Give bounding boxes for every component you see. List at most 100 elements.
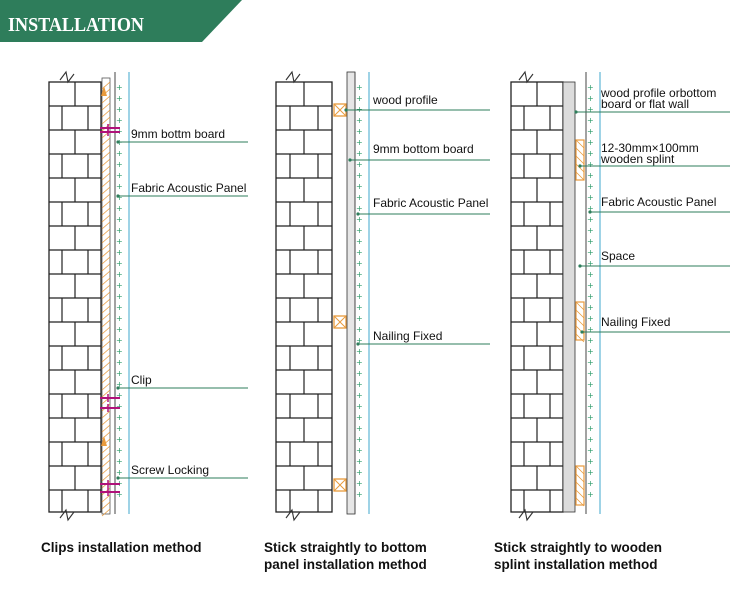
board-hatch: [101, 158, 111, 167]
fabric-fill-mark: +: [116, 435, 123, 444]
fabric-fill-mark: +: [587, 171, 594, 180]
splint-hatch: [575, 317, 585, 327]
fabric-fill-mark: +: [116, 237, 123, 246]
board-hatch: [101, 263, 111, 272]
fabric-fill-mark: +: [356, 171, 363, 180]
fabric-fill-mark: +: [356, 325, 363, 334]
board-hatch: [101, 109, 111, 118]
board-hatch: [101, 249, 111, 258]
board-hatch: [101, 179, 111, 188]
label-screw-locking: Screw Locking: [131, 463, 209, 477]
clips-method-wall: ++++++++++++++++++++++++++++++++++++++: [48, 70, 248, 522]
board-hatch: [101, 473, 111, 482]
splint-hatch: [575, 155, 585, 165]
fabric-fill-mark: +: [587, 446, 594, 455]
fabric-fill-mark: +: [587, 138, 594, 147]
fabric-fill-mark: +: [356, 270, 363, 279]
board-hatch: [101, 137, 111, 146]
board-hatch: [101, 193, 111, 202]
board-hatch: [101, 200, 111, 209]
fabric-fill-mark: +: [587, 215, 594, 224]
fabric-fill-mark: +: [587, 303, 594, 312]
board-hatch: [101, 326, 111, 335]
board-hatch: [101, 319, 111, 328]
fabric-fill-mark: +: [116, 226, 123, 235]
splint-hatch: [575, 465, 585, 475]
splint-hatch: [575, 163, 585, 173]
fabric-fill-mark: +: [587, 237, 594, 246]
fabric-fill-mark: +: [587, 424, 594, 433]
fabric-fill-mark: +: [587, 391, 594, 400]
fabric-fill-mark: +: [587, 325, 594, 334]
leader-dot: [344, 108, 348, 112]
fabric-fill-mark: +: [587, 479, 594, 488]
fabric-fill-mark: +: [587, 182, 594, 191]
leader-dot: [578, 264, 582, 268]
label-nailing-fixed-3: Nailing Fixed: [601, 315, 670, 329]
board-hatch: [101, 389, 111, 398]
label-wooden-splint-line1: 12-30mm×100mm: [601, 141, 699, 155]
label-9mm-bottm-board: 9mm bottm board: [131, 127, 225, 141]
fabric-fill-mark: +: [116, 369, 123, 378]
leader-dot: [116, 140, 120, 144]
fabric-fill-mark: +: [587, 204, 594, 213]
splint-hatch: [575, 497, 585, 507]
board-hatch: [101, 228, 111, 237]
wooden-splint: [575, 301, 585, 341]
splint-hatch: [575, 489, 585, 499]
fabric-fill-mark: +: [587, 457, 594, 466]
splint-hatch: [575, 333, 585, 343]
caption-wooden-splint-line2: splint installation method: [494, 557, 658, 572]
header-banner: INSTALLATION: [0, 0, 242, 42]
leader-dot: [116, 476, 120, 480]
fabric-fill-mark: +: [356, 204, 363, 213]
fabric-fill-mark: +: [356, 490, 363, 499]
fabric-fill-mark: +: [587, 105, 594, 114]
board-hatch: [101, 270, 111, 279]
board-hatch: [101, 417, 111, 426]
fabric-fill-mark: +: [356, 182, 363, 191]
board-hatch: [101, 354, 111, 363]
fabric-fill-mark: +: [116, 259, 123, 268]
board-hatch: [101, 368, 111, 377]
caption-bottom-panel-line1: Stick straightly to bottom: [264, 540, 427, 555]
leader-dot: [116, 194, 120, 198]
fabric-fill-mark: +: [587, 160, 594, 169]
fabric-fill-mark: +: [356, 446, 363, 455]
fabric-fill-mark: +: [116, 116, 123, 125]
fabric-fill-mark: +: [356, 391, 363, 400]
screw: [101, 436, 107, 446]
fabric-fill-mark: +: [356, 193, 363, 202]
break-symbol: [285, 70, 301, 84]
fabric-fill-mark: +: [116, 303, 123, 312]
leader-dot: [580, 330, 584, 334]
fabric-fill-mark: +: [116, 94, 123, 103]
label-fabric-acoustic-panel-3: Fabric Acoustic Panel: [601, 195, 716, 209]
board-hatch: [101, 144, 111, 153]
board-hatch: [101, 186, 111, 195]
fabric-fill-mark: +: [116, 160, 123, 169]
board-hatch: [101, 445, 111, 454]
leader-dot: [588, 210, 592, 214]
fabric-fill-mark: +: [356, 94, 363, 103]
fabric-fill-mark: +: [587, 193, 594, 202]
fabric-fill-mark: +: [356, 83, 363, 92]
fabric-fill-mark: +: [116, 336, 123, 345]
fabric-fill-mark: +: [587, 116, 594, 125]
board-hatch: [101, 494, 111, 503]
fabric-fill-mark: +: [356, 259, 363, 268]
label-wooden-splint-line2: wooden splint: [600, 152, 675, 166]
fabric-fill-mark: +: [587, 369, 594, 378]
label-9mm-bottom-board: 9mm bottom board: [373, 142, 474, 156]
splint-hatch: [575, 171, 585, 181]
board-hatch: [101, 459, 111, 468]
fabric-fill-mark: +: [356, 237, 363, 246]
fabric-fill-mark: +: [587, 380, 594, 389]
fabric-fill-mark: +: [116, 182, 123, 191]
fabric-fill-mark: +: [116, 292, 123, 301]
splint-hatch: [575, 473, 585, 483]
fabric-fill-mark: +: [356, 402, 363, 411]
fabric-fill-mark: +: [356, 479, 363, 488]
break-symbol: [59, 508, 75, 522]
